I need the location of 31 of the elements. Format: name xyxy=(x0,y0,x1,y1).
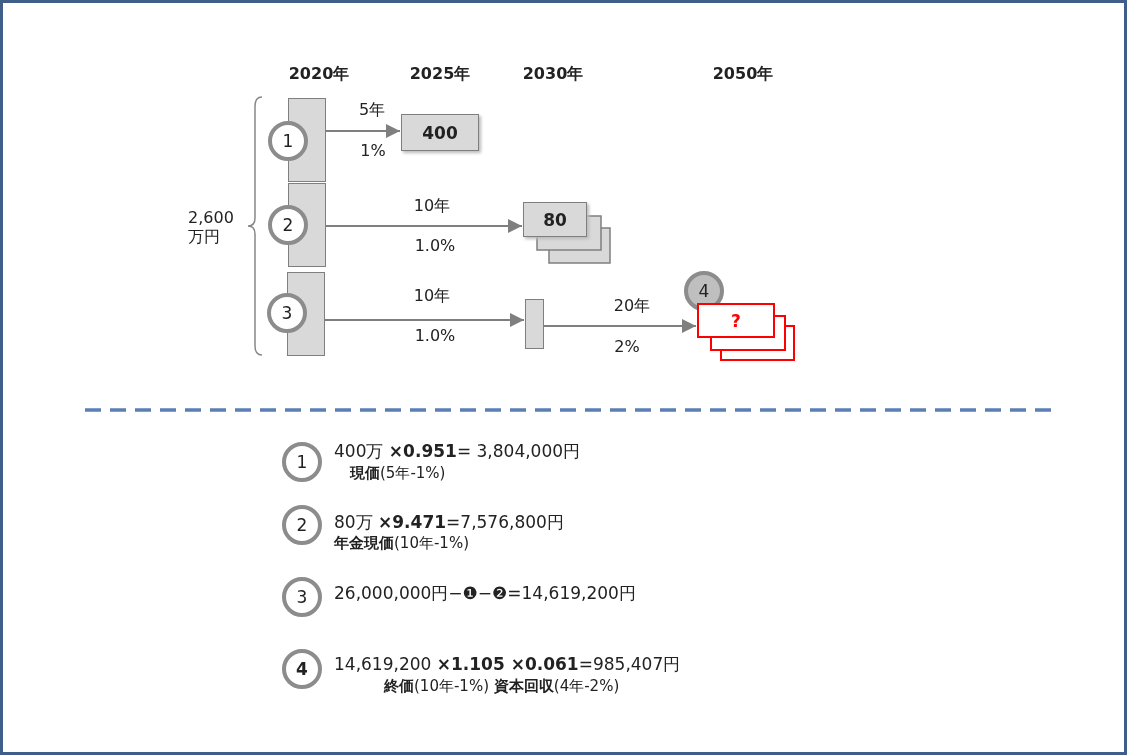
year-label: 2020年 xyxy=(288,64,350,85)
formula-text: 80万 ×9.471=7,576,800円 xyxy=(334,511,564,534)
rate-label: 1% xyxy=(360,141,386,160)
formula-note: 終価(10年-1%) 資本回収(4年-2%) xyxy=(384,677,620,696)
number-circle: 3 xyxy=(282,577,322,617)
arrow xyxy=(325,124,401,138)
number-circle: 1 xyxy=(268,121,308,161)
value-box: 80 xyxy=(523,202,587,237)
formula-text: 26,000,000円−❶−❷=14,619,200円 xyxy=(334,582,636,605)
total-label: 2,600 万円 xyxy=(188,208,235,246)
value-box: 400 xyxy=(401,114,479,151)
formula-note: 現価(5年-1%) xyxy=(350,464,446,483)
rate-label: 1.0% xyxy=(414,326,456,345)
arrow xyxy=(543,319,697,333)
rate-label: 1.0% xyxy=(414,236,456,255)
year-label: 2025年 xyxy=(409,64,471,85)
rate-label: 2% xyxy=(614,337,640,356)
formula-text: 14,619,200 ×1.105 ×0.061=985,407円 xyxy=(334,653,681,676)
formula-text: 400万 ×0.951= 3,804,000円 xyxy=(334,440,581,463)
formula-note: 年金現価(10年-1%) xyxy=(334,534,469,553)
number-circle: 3 xyxy=(267,293,307,333)
number-circle: 1 xyxy=(282,442,322,482)
year-label: 2050年 xyxy=(712,64,774,85)
year-label: 2030年 xyxy=(522,64,584,85)
value-box: ? xyxy=(697,303,775,338)
number-circle: 2 xyxy=(282,505,322,545)
arrow xyxy=(325,219,523,233)
arrow xyxy=(324,313,525,327)
number-circle: 2 xyxy=(268,205,308,245)
number-circle: 4 xyxy=(282,649,322,689)
bar xyxy=(525,299,544,349)
